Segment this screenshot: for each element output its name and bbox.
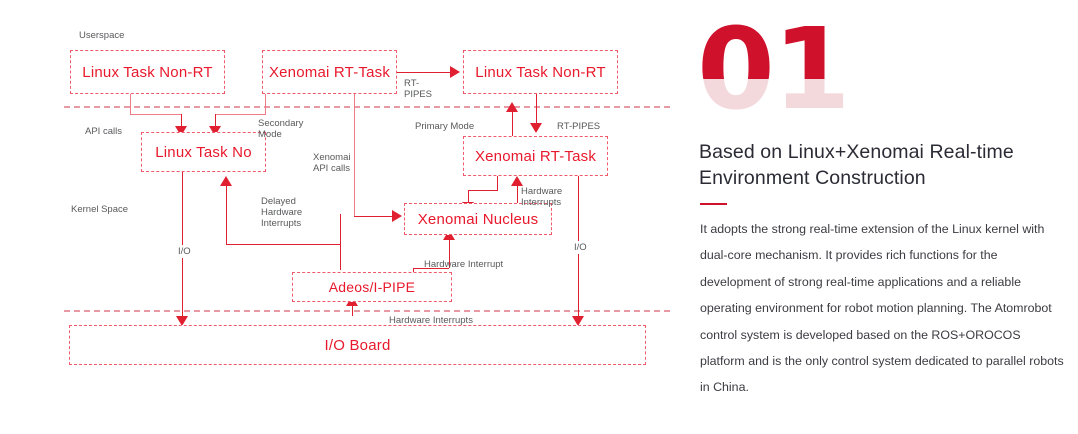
conn-rtk-nucleus-left xyxy=(468,190,498,191)
conn-user-xeno-down xyxy=(265,93,266,114)
kernel-hardware-separator xyxy=(64,310,670,312)
edge-label-hardware-interrupt: Hardware Interrupt xyxy=(424,259,504,270)
conn-xenomai-api-to-nucleus xyxy=(354,216,394,217)
edge-label-rt-pipes-user: RT-PIPES xyxy=(404,78,432,100)
arrowhead-io-right xyxy=(572,316,584,326)
conn-rtk-nucleus-down2 xyxy=(468,190,469,204)
conn-primary-mode-up xyxy=(512,112,513,140)
arrowhead-adeos-to-nucleus xyxy=(443,230,455,240)
conn-xenomai-api-trunk xyxy=(354,93,355,216)
zone-label-kernel-space: Kernel Space xyxy=(71,204,129,215)
arrowhead-to-linux-task-no-b xyxy=(209,126,221,136)
accent-divider xyxy=(700,203,727,205)
conn-rt-pipes-kernel-down xyxy=(536,93,537,125)
section-number: 01 xyxy=(697,5,851,135)
box-adeos-ipipe[interactable]: Adeos/I-PIPE xyxy=(292,272,452,302)
zone-label-userspace: Userspace xyxy=(79,30,125,41)
arrowhead-rt-pipes-user xyxy=(450,66,460,78)
arrowhead-io-left xyxy=(176,316,188,326)
conn-user-xeno-left xyxy=(215,114,266,115)
conn-rtk-nucleus-down xyxy=(497,176,498,190)
section-headline: Based on Linux+Xenomai Real-time Environ… xyxy=(699,141,1014,189)
box-linux-task-no-kernel[interactable]: Linux Task No xyxy=(141,132,266,172)
arrowhead-delayed-hw xyxy=(220,176,232,186)
box-linux-task-non-rt-user[interactable]: Linux Task Non-RT xyxy=(70,50,225,94)
box-xenomai-nucleus[interactable]: Xenomai Nucleus xyxy=(404,203,552,235)
section-body-text: It adopts the strong real-time extension… xyxy=(700,222,1064,395)
edge-label-rt-pipes-kernel: RT-PIPES xyxy=(557,121,601,132)
conn-adeos-left-trunk xyxy=(340,214,341,270)
zone-label-api-calls: API calls xyxy=(85,126,122,137)
box-io-board[interactable]: I/O Board xyxy=(69,325,646,365)
conn-user-xeno-down2 xyxy=(215,114,216,128)
edge-label-hardware-interrupts-bottom: Hardware Interrupts xyxy=(389,315,473,326)
box-linux-task-non-rt-user-2[interactable]: Linux Task Non-RT xyxy=(463,50,618,94)
arrowhead-to-nucleus xyxy=(392,210,402,222)
conn-rt-pipes-user xyxy=(397,72,452,73)
conn-user-linux-down xyxy=(130,93,131,114)
xenomai-architecture-diagram: Userspace API calls Kernel Space xyxy=(64,30,670,365)
arrowhead-rt-pipes-kernel xyxy=(530,123,542,133)
arrowhead-to-linux-task-no-a xyxy=(175,126,187,136)
conn-hw-int-small-v xyxy=(517,186,518,206)
conn-user-linux-right xyxy=(130,114,181,115)
conn-adeos-nucleus-up xyxy=(449,240,450,268)
conn-adeos-nucleus-h xyxy=(413,268,449,269)
box-xenomai-rt-task-kernel[interactable]: Xenomai RT-Task xyxy=(463,136,608,176)
conn-delayed-hw-v-left xyxy=(226,186,227,244)
userspace-kernel-separator xyxy=(64,106,670,108)
conn-user-linux-down2 xyxy=(181,114,182,128)
conn-delayed-hw-h xyxy=(226,244,340,245)
edge-label-io-right: I/O xyxy=(570,241,591,254)
edge-label-io-left: I/O xyxy=(174,245,195,258)
box-xenomai-rt-task-user[interactable]: Xenomai RT-Task xyxy=(262,50,397,94)
arrowhead-primary-mode xyxy=(506,102,518,112)
edge-label-primary-mode: Primary Mode xyxy=(415,121,475,132)
conn-hw-bottom-up xyxy=(352,302,353,316)
info-panel: 01 Based on Linux+Xenomai Real-time Envi… xyxy=(693,0,1078,434)
arrowhead-hw-int-small xyxy=(511,176,523,186)
